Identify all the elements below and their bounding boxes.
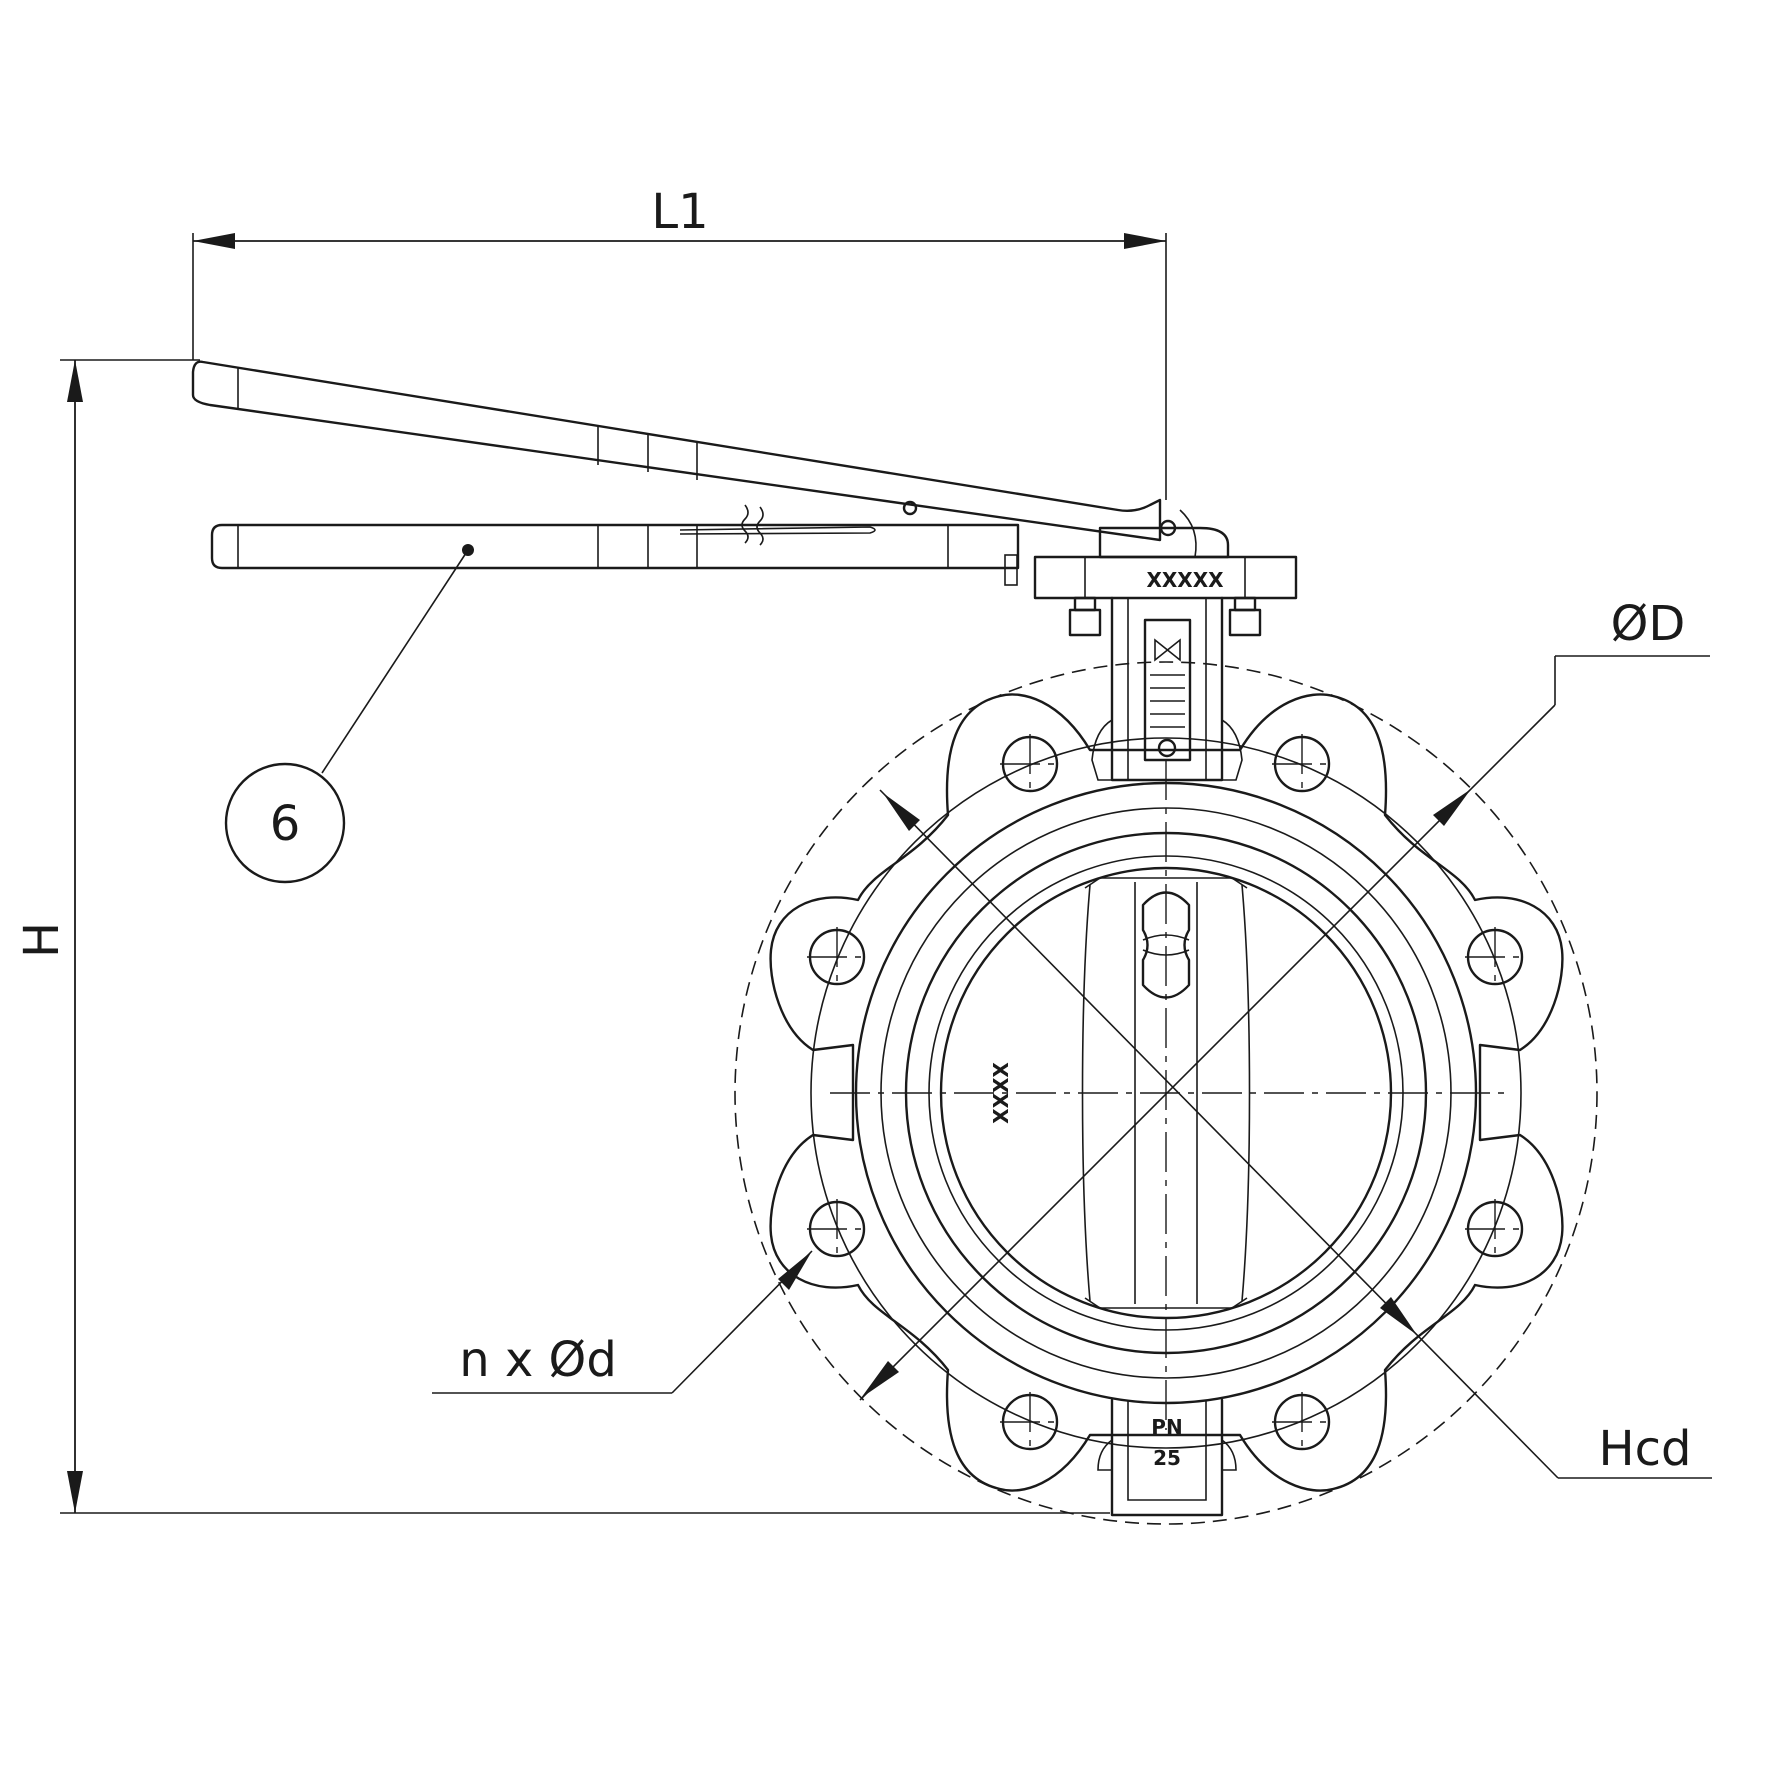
top-flange-marking: XXXXX: [1146, 568, 1224, 592]
bolt-label: n x Ød: [459, 1332, 617, 1388]
lever-handle: [191, 360, 1162, 546]
part-balloon-6: 6: [224, 549, 469, 884]
hcd-label: Hcd: [1599, 1421, 1692, 1477]
dimension-od: ØD: [859, 596, 1710, 1401]
l1-label: L1: [651, 184, 708, 240]
bolt-holes: [807, 734, 1525, 1452]
part-number: 6: [270, 796, 301, 852]
dimension-hcd: Hcd: [879, 789, 1712, 1479]
lever-handle-closed: [210, 523, 1020, 586]
pressure-marking-rating: 25: [1153, 1446, 1181, 1470]
dimension-h: H: [14, 359, 1110, 1514]
h-label: H: [14, 922, 70, 958]
dimension-l1: L1: [192, 184, 1167, 500]
od-label: ØD: [1611, 596, 1686, 652]
dimension-bolt-holes: n x Ød: [432, 1250, 813, 1394]
top-mounting-flange: XXXXX: [1033, 509, 1298, 782]
pressure-marking-pn: PN: [1151, 1415, 1182, 1439]
